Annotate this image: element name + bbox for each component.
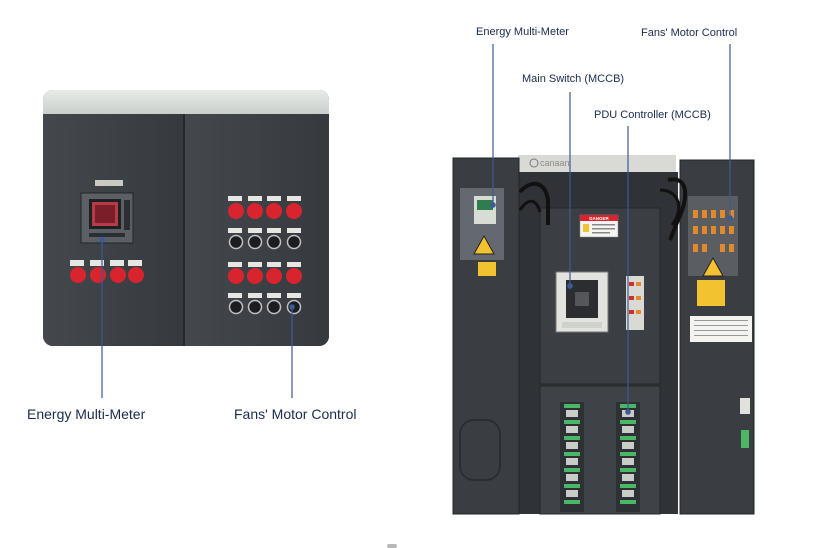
pdu-breakers bbox=[560, 402, 640, 512]
label-energy-multi-meter-left: Energy Multi-Meter bbox=[27, 406, 146, 422]
right-cabinet-photo: DANGER bbox=[452, 155, 755, 515]
label-main-switch: Main Switch (MCCB) bbox=[522, 73, 625, 85]
label-pdu-controller: PDU Controller (MCCB) bbox=[594, 109, 711, 121]
label-fans-motor-control-left: Fans' Motor Control bbox=[234, 406, 357, 422]
label-fans-motor-control-right: Fans' Motor Control bbox=[641, 27, 738, 39]
fan-control-buttons bbox=[228, 196, 302, 315]
cabinet-brand: canaan bbox=[540, 158, 570, 168]
left-panel-photo bbox=[43, 90, 329, 346]
right-leader-lines bbox=[490, 44, 733, 415]
left-leader-lines bbox=[99, 237, 295, 398]
danger-sign-text: DANGER bbox=[589, 216, 609, 221]
energy-meter-device bbox=[80, 192, 134, 244]
label-energy-multi-meter-right: Energy Multi-Meter bbox=[476, 26, 569, 38]
